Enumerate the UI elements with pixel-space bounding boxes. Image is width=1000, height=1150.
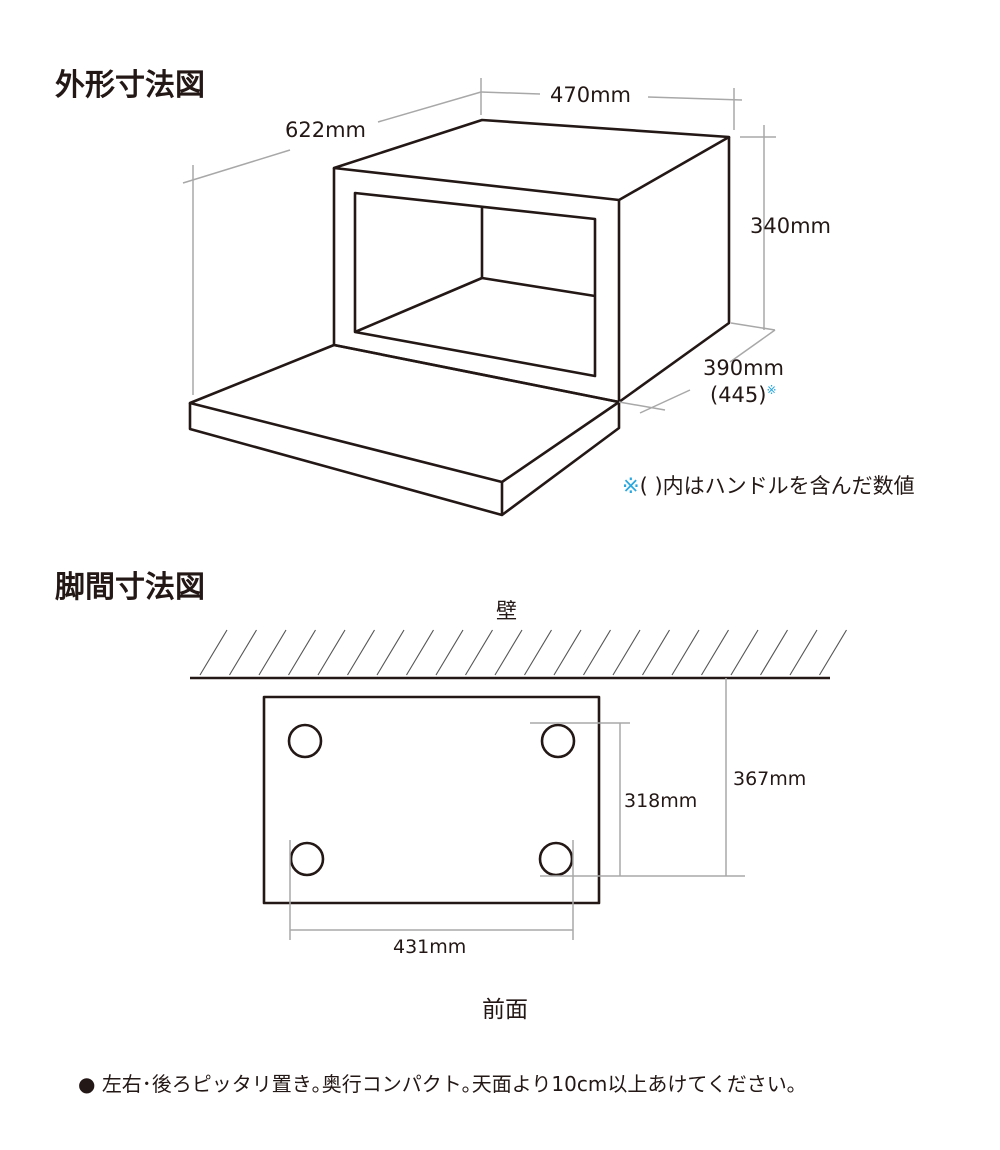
height-label: 340mm — [750, 214, 831, 238]
hatch-line — [258, 629, 287, 676]
leg-front-left — [289, 841, 325, 877]
hatch-line — [229, 629, 257, 676]
hatch-line — [553, 629, 582, 676]
leg-dimensions-title: 脚間寸法図 — [55, 570, 205, 605]
wall-to-leg-label: 367mm — [733, 768, 807, 790]
hatch-line — [789, 629, 818, 676]
total-depth-label: 622mm — [285, 118, 366, 142]
wall-label: 壁 — [496, 599, 517, 623]
front-label: 前面 — [482, 997, 528, 1023]
hatch-line — [642, 629, 670, 676]
handle-depth-label: (445)※ — [710, 383, 777, 407]
handle-note: ※( )内はハンドルを含んだ数値 — [622, 474, 915, 498]
hatch-line — [494, 629, 523, 676]
leg-depth-label: 318mm — [624, 790, 698, 812]
hatch-line — [583, 629, 611, 676]
hatch-line — [347, 629, 375, 676]
bullet-icon: ● — [78, 1072, 96, 1096]
hatch-line — [465, 629, 493, 676]
hatch-line — [524, 629, 552, 676]
footprint-outline — [262, 695, 601, 905]
body-depth-label: 390mm — [703, 356, 784, 380]
wall-hatching — [199, 629, 847, 676]
hatch-line — [435, 629, 464, 676]
hatch-line — [199, 629, 228, 676]
leg-front-right — [538, 841, 574, 877]
hatch-line — [406, 629, 434, 676]
installation-note: ● 左右･後ろピッタリ置き｡奥行コンパクト｡天面より10cm以上あけてください｡ — [78, 1072, 797, 1096]
hatch-line — [760, 629, 788, 676]
hatch-line — [730, 629, 759, 676]
dimension-lines-outer — [182, 78, 776, 414]
hatch-line — [288, 629, 316, 676]
leg-rear-left — [287, 723, 323, 759]
width-label: 470mm — [550, 83, 631, 107]
hatch-line — [819, 629, 847, 676]
hatch-line — [701, 629, 729, 676]
leg-rear-right — [540, 723, 576, 759]
microwave-isometric-drawing — [188, 118, 731, 517]
dimension-lines-footprint — [289, 678, 745, 940]
outer-dimensions-title: 外形寸法図 — [55, 68, 205, 103]
hatch-line — [612, 629, 641, 676]
hatch-line — [317, 629, 346, 676]
hatch-line — [671, 629, 700, 676]
leg-width-label: 431mm — [393, 936, 467, 958]
hatch-line — [376, 629, 405, 676]
